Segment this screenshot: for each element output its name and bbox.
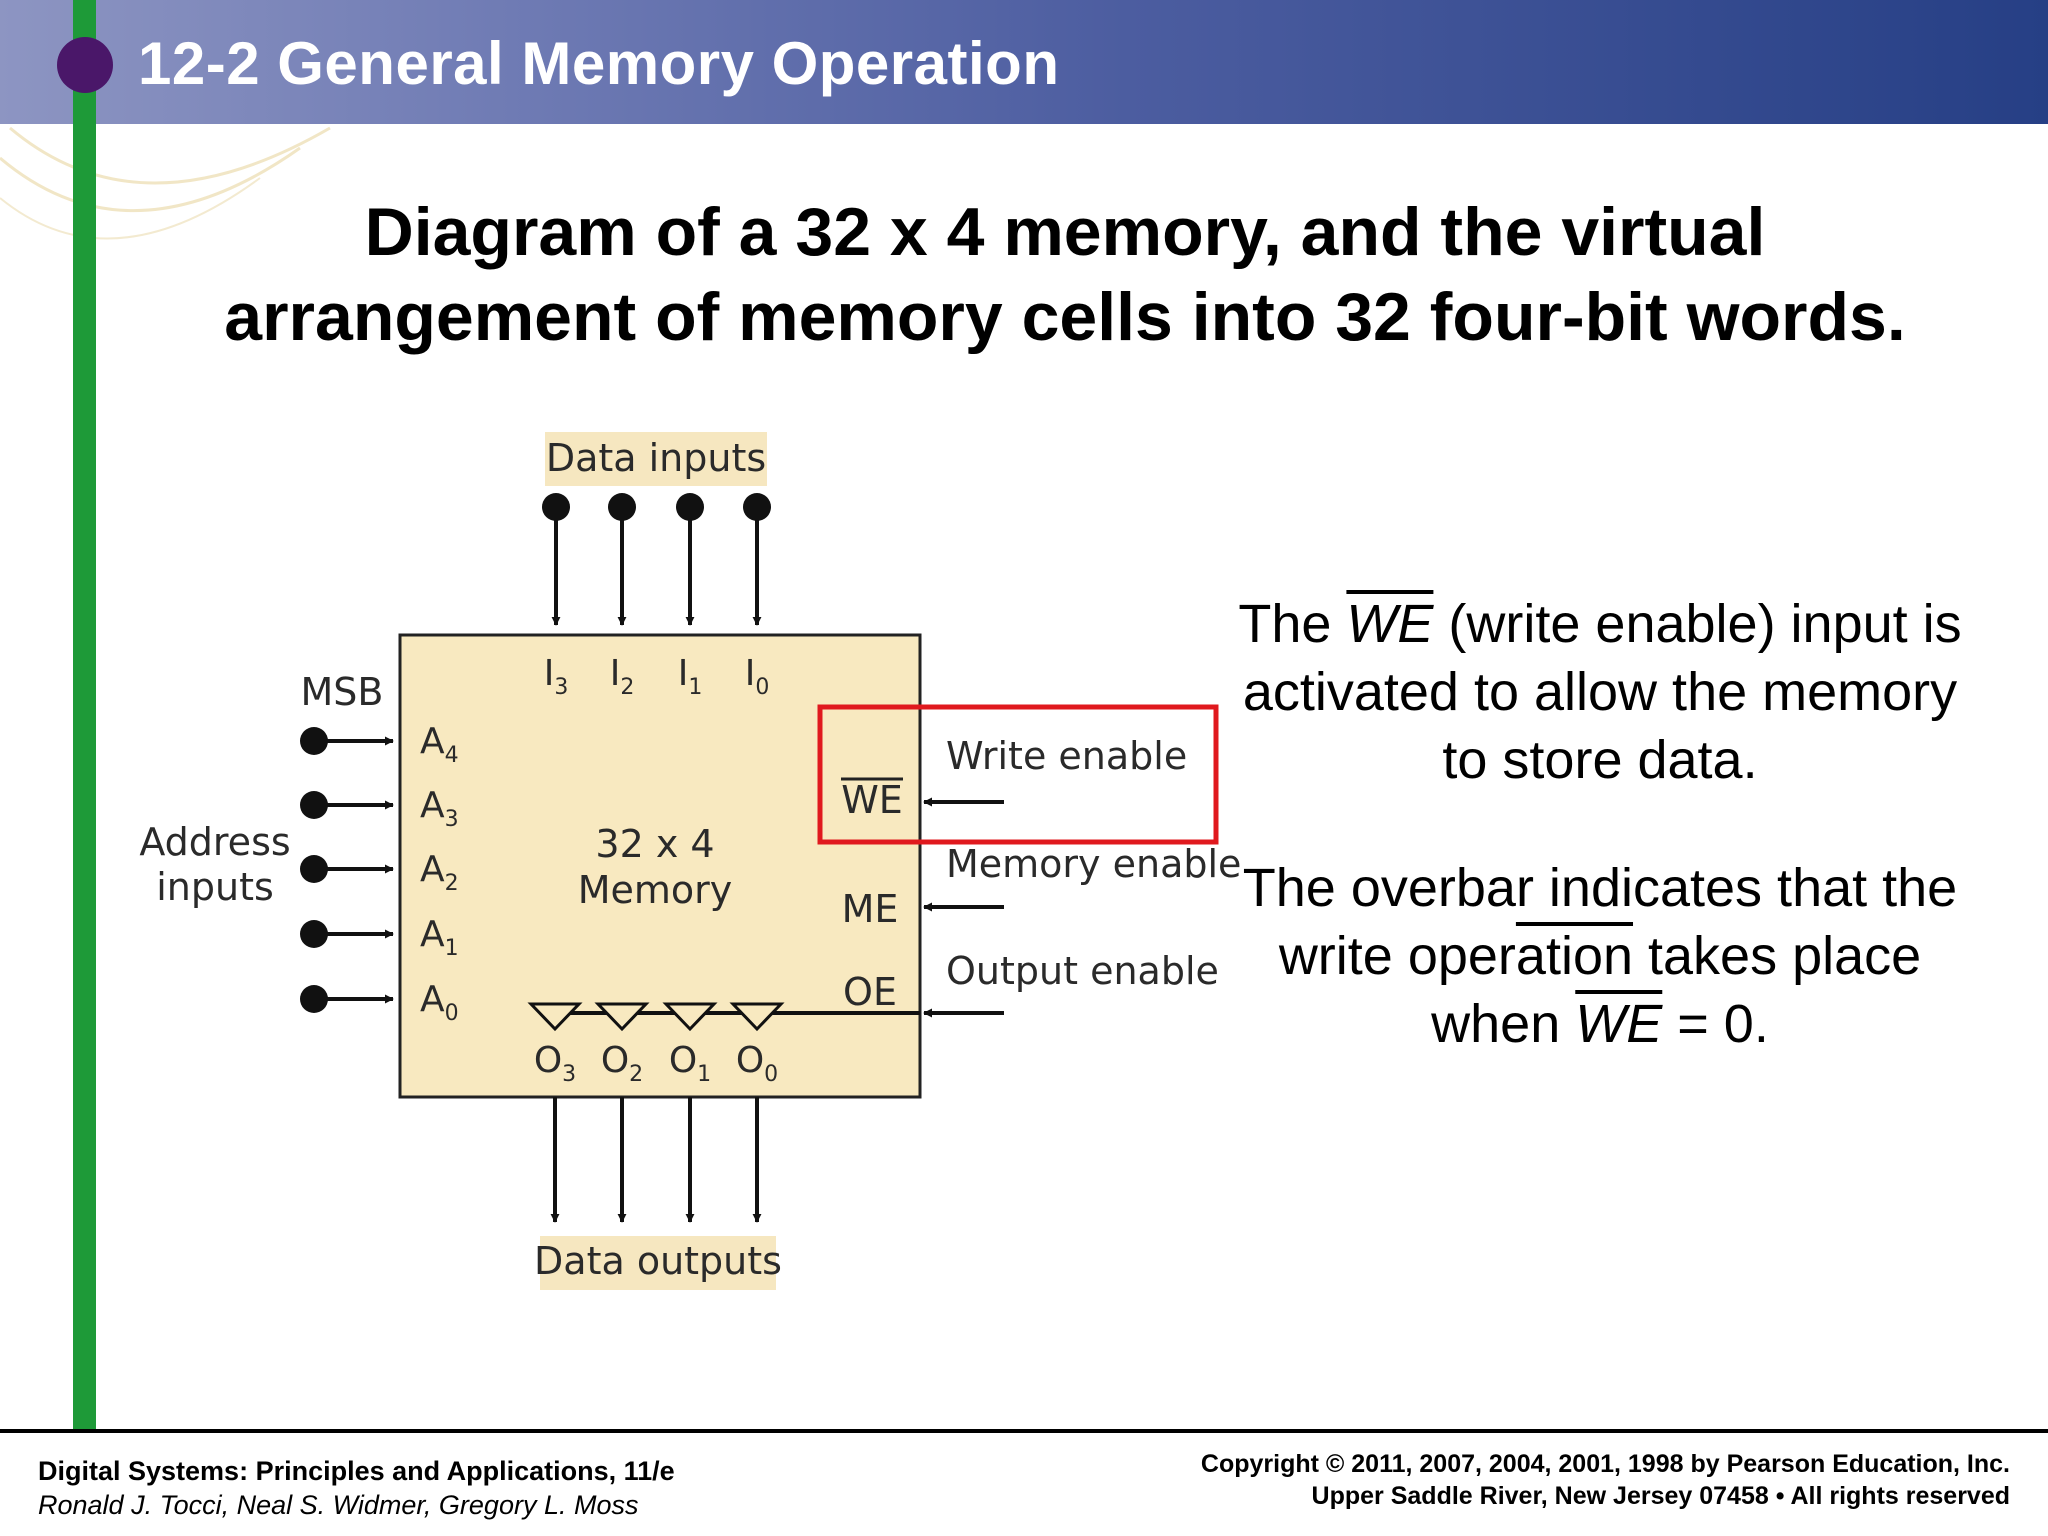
address-arrow-0 [300, 985, 394, 1013]
msb-label: MSB [301, 670, 384, 714]
operation-overbar-text: ation [1515, 926, 1634, 986]
output-pin-o2: O2 [601, 1040, 643, 1087]
address-pin-a0: A0 [420, 979, 459, 1026]
title-bullet-icon [57, 37, 113, 93]
data-outputs-label: Data outputs [534, 1239, 782, 1283]
memory-enable-label: Memory enable [946, 842, 1241, 886]
book-title: Digital Systems: Principles and Applicat… [38, 1456, 675, 1486]
output-pin-o0: O0 [736, 1040, 778, 1087]
address-inputs-label-line-2: inputs [156, 865, 274, 909]
slide-title-line-1: Diagram of a 32 x 4 memory, and the virt… [364, 194, 1766, 270]
memory-chip [398, 633, 922, 1099]
oe-pin: OE [843, 970, 897, 1014]
footer-copyright: Copyright © 2011, 2007, 2004, 2001, 1998… [1201, 1448, 2010, 1512]
note-paragraph-1: The WE (write enable) input is activated… [1238, 594, 1962, 790]
decorative-rings [0, 126, 331, 240]
input-arrow-2 [608, 493, 636, 626]
address-arrow-3 [300, 791, 394, 819]
data-inputs-label: Data inputs [546, 436, 766, 480]
address-arrow-2 [300, 855, 394, 883]
address-pin-a4: A4 [420, 721, 459, 768]
input-pin-i1: I1 [678, 653, 703, 700]
note-paragraph-2: The overbar indicates that the write ope… [1242, 858, 1958, 1054]
write-enable-label: Write enable [946, 734, 1187, 778]
input-arrow-3 [542, 493, 570, 626]
chip-label-line-1: 32 x 4 [595, 822, 714, 866]
header-title: 12-2 General Memory Operation [138, 30, 1060, 97]
we-overbar-text-2: WE [1575, 994, 1663, 1054]
copyright-line-2: Upper Saddle River, New Jersey 07458 • A… [1311, 1482, 2010, 1510]
explanation-notes: The WE (write enable) input is activated… [1220, 590, 1980, 1118]
footer-divider [0, 1429, 2048, 1433]
output-buffer-1 [662, 1002, 718, 1032]
address-arrow-1 [300, 920, 394, 948]
input-arrow-0 [743, 493, 771, 626]
input-pin-i2: I2 [610, 653, 635, 700]
we-overbar-text: WE [1346, 594, 1434, 654]
memory-diagram: Data inputs Data outputs I3 I2 I1 I0 MSB… [139, 432, 1241, 1290]
data-outputs-highlight [540, 1236, 776, 1290]
output-enable-label: Output enable [946, 949, 1219, 993]
slide-title: Diagram of a 32 x 4 memory, and the virt… [150, 190, 1980, 360]
me-pin: ME [842, 887, 899, 931]
input-pin-i3: I3 [544, 653, 569, 700]
address-arrow-4 [300, 727, 394, 755]
chip-label-line-2: Memory [578, 868, 733, 912]
output-pin-o1: O1 [669, 1040, 711, 1087]
write-enable-callout [817, 704, 1219, 845]
output-buffer-0 [729, 1002, 785, 1032]
data-inputs-highlight [545, 432, 767, 486]
input-pin-i0: I0 [745, 653, 770, 700]
output-buffer-2 [594, 1002, 650, 1032]
we-pin: WE [841, 778, 903, 822]
slide-title-line-2: arrangement of memory cells into 32 four… [224, 279, 1906, 355]
output-pin-o3: O3 [534, 1040, 576, 1087]
footer-book-info: Digital Systems: Principles and Applicat… [38, 1454, 675, 1522]
address-pin-a1: A1 [420, 914, 459, 961]
input-arrow-1 [676, 493, 704, 626]
address-pin-a2: A2 [420, 849, 459, 896]
address-pin-a3: A3 [420, 785, 459, 832]
header-bar: 12-2 General Memory Operation [0, 0, 2048, 124]
copyright-line-1: Copyright © 2011, 2007, 2004, 2001, 1998… [1200, 1450, 2010, 1478]
output-buffer-3 [527, 1002, 583, 1032]
address-inputs-label-line-1: Address [139, 820, 290, 864]
green-accent-bar [73, 0, 96, 1432]
book-authors: Ronald J. Tocci, Neal S. Widmer, Gregory… [38, 1490, 639, 1520]
